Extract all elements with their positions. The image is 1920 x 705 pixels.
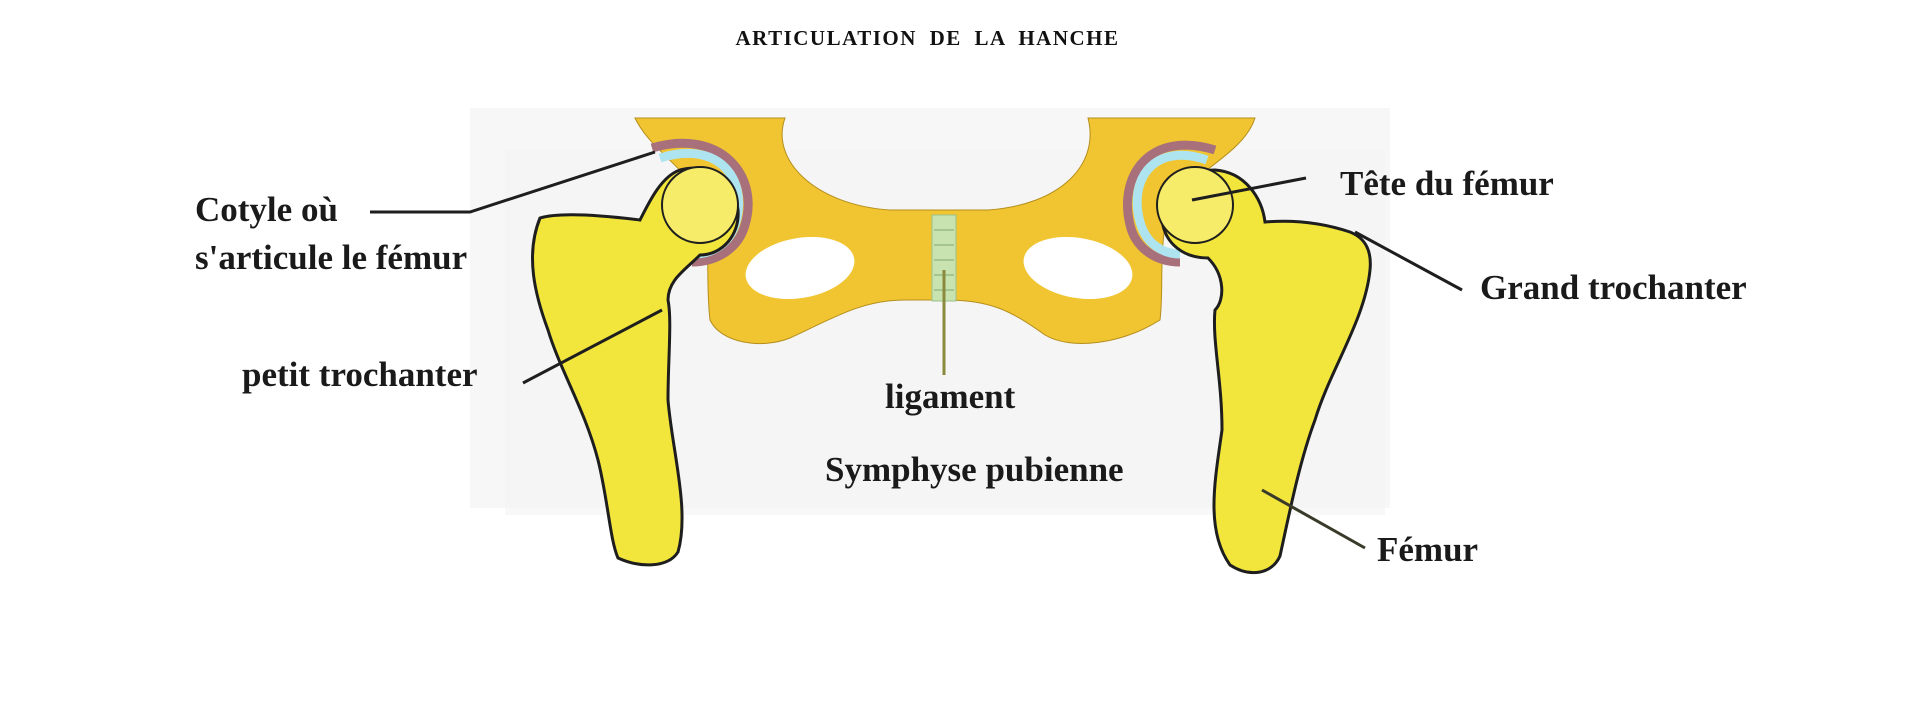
- label-femur: Fémur: [1377, 530, 1479, 569]
- label-grand-trochanter: Grand trochanter: [1480, 268, 1747, 307]
- leader-lines: [370, 150, 1463, 550]
- label-symphyse-pubienne: Symphyse pubienne: [825, 450, 1124, 489]
- obturator-foramen-left: [745, 236, 855, 300]
- label-cotyle-line2: s'articule le fémur: [195, 238, 468, 277]
- label-cotyle-line1: Cotyle où: [195, 190, 338, 229]
- leader-tete-femur: [1191, 176, 1307, 202]
- leader-cotyle: [370, 150, 656, 214]
- acetabulum-cartilage-right: [1132, 150, 1209, 259]
- label-tete-du-femur: Tête du fémur: [1340, 164, 1554, 203]
- leader-petit-trochanter: [522, 308, 663, 385]
- femur-right: [1160, 168, 1372, 575]
- leader-grand-trochanter: [1354, 230, 1463, 292]
- femur-head-right: [1156, 166, 1234, 244]
- acetabulum-capsule-left: [650, 138, 753, 267]
- leader-femur: [1261, 488, 1366, 550]
- acetabulum-capsule-right: [1123, 140, 1217, 267]
- obturator-foramen-right: [1023, 236, 1133, 300]
- femur-head-left: [661, 166, 739, 244]
- diagram-title: ARTICULATION DE LA HANCHE: [735, 26, 1120, 50]
- label-petit-trochanter: petit trochanter: [242, 355, 478, 394]
- label-ligament: ligament: [885, 377, 1016, 416]
- femur-left: [530, 166, 740, 567]
